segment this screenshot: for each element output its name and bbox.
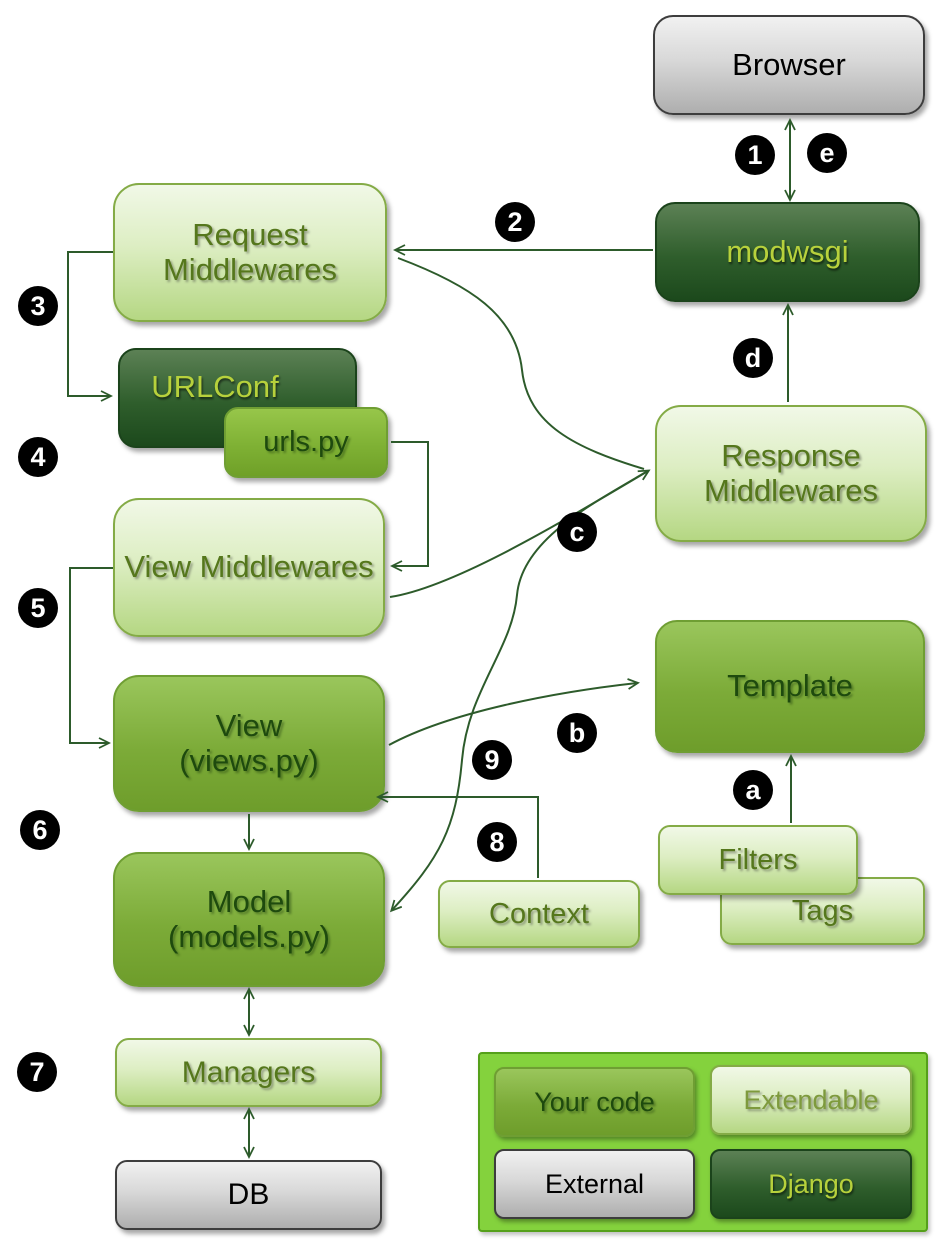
node-db: DB — [115, 1160, 382, 1230]
step-marker-e: e — [807, 133, 847, 173]
step-marker-4: 4 — [18, 437, 58, 477]
node-modwsgi: modwsgi — [655, 202, 920, 302]
node-view-sublabel: (views.py) — [179, 742, 319, 778]
node-template-label: Template — [727, 668, 853, 704]
node-browser: Browser — [653, 15, 925, 115]
node-db-label: DB — [227, 1178, 270, 1212]
node-view-label: View — [215, 707, 283, 743]
legend-external-label: External — [544, 1168, 645, 1199]
arrow-view-middlewares-view — [69, 567, 113, 743]
node-managers-label: Managers — [181, 1055, 316, 1089]
legend-your-code: Your code — [494, 1067, 695, 1137]
node-response-middlewares: Response Middlewares — [655, 405, 927, 542]
curve-response-middlewares-model — [392, 471, 647, 910]
arrow-request-middlewares-urlconf — [67, 251, 113, 396]
step-marker-8: 8 — [477, 822, 517, 862]
node-view: View (views.py) — [113, 675, 385, 812]
node-urls-py: urls.py — [224, 407, 388, 478]
node-urlconf-label: URLConf — [151, 368, 279, 404]
node-response-middlewares-label: Response Middlewares — [703, 437, 878, 508]
node-template: Template — [655, 620, 925, 753]
step-marker-2: 2 — [495, 202, 535, 242]
node-browser-label: Browser — [732, 46, 846, 82]
legend-extendable: Extendable — [710, 1065, 912, 1135]
node-modwsgi-label: modwsgi — [726, 233, 849, 269]
step-marker-7: 7 — [17, 1052, 57, 1092]
node-view-middlewares: View Middlewares — [113, 498, 385, 637]
node-tags-label: Tags — [791, 894, 854, 927]
curve-request-middlewares-response-middlewares — [397, 257, 645, 470]
node-view-middlewares-label: View Middlewares — [124, 549, 374, 585]
node-urls-py-label: urls.py — [263, 426, 349, 459]
step-marker-a: a — [733, 770, 773, 810]
node-model-sublabel: (models.py) — [168, 918, 330, 954]
step-marker-6: 6 — [20, 810, 60, 850]
legend-external: External — [494, 1149, 695, 1219]
step-marker-3: 3 — [18, 286, 58, 326]
step-marker-c: c — [557, 512, 597, 552]
legend-your-code-label: Your code — [534, 1086, 655, 1117]
arrow-urlspy-view-middlewares — [391, 441, 429, 566]
node-filters: Filters — [658, 825, 858, 895]
step-marker-d: d — [733, 338, 773, 378]
node-context: Context — [438, 880, 640, 948]
node-request-middlewares: Request Middlewares — [113, 183, 387, 322]
legend-django: Django — [710, 1149, 912, 1219]
node-managers: Managers — [115, 1038, 382, 1107]
step-marker-9: 9 — [472, 740, 512, 780]
node-filters-label: Filters — [718, 843, 798, 876]
node-context-label: Context — [489, 897, 589, 930]
step-marker-1: 1 — [735, 135, 775, 175]
step-marker-b: b — [557, 713, 597, 753]
arrow-context-view — [379, 797, 539, 878]
curve-view-template — [388, 683, 637, 746]
node-model-label: Model — [206, 883, 292, 919]
node-model: Model (models.py) — [113, 852, 385, 987]
legend-django-label: Django — [768, 1168, 854, 1199]
node-request-middlewares-label: Request Middlewares — [162, 216, 337, 287]
step-marker-5: 5 — [18, 588, 58, 628]
legend-extendable-label: Extendable — [743, 1084, 879, 1115]
legend: Your code Extendable External Django — [478, 1052, 928, 1232]
